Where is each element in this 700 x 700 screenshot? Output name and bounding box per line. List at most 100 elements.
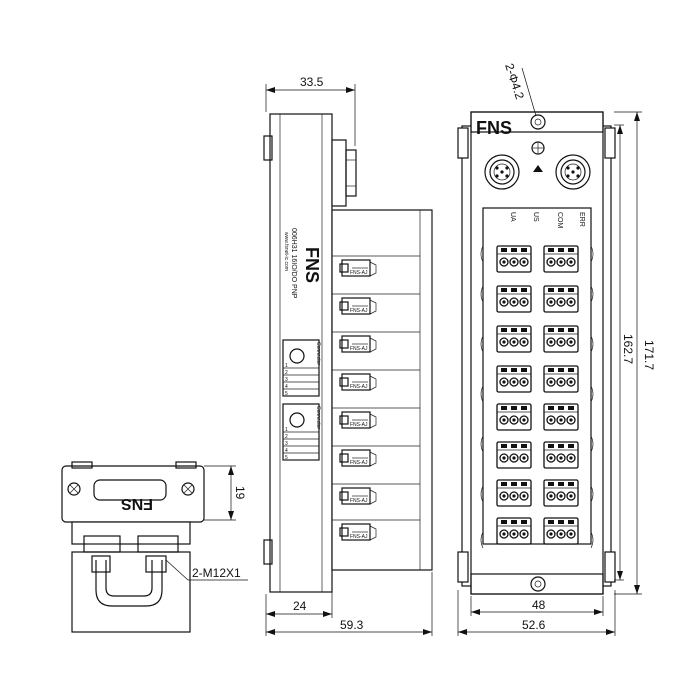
terminal-block [496,245,532,273]
pin-number: 4 [285,384,288,390]
bottom-left-screw-icon [67,482,81,496]
panel-notch [590,531,594,549]
side-view: FNS-AJ FNS-AJ FNS-AJ FNS-AJ FNS-AJ FNS-AJ FNS-… [263,113,433,593]
terminal-block [543,285,579,313]
side-terminal-plug: FNS-AJ [332,407,420,429]
side-plug-label: FNS-AJ [350,384,368,390]
front-right-clip-top [604,127,616,159]
panel-notch [480,245,484,263]
side-terminal-plug: FNS-AJ [332,331,420,353]
led-label-ua: UA [509,212,516,222]
front-body [470,111,604,595]
terminal-block [543,441,579,469]
side-plug-label: FNS-AJ [350,270,368,276]
terminal-block [543,365,579,393]
dim-side-top-depth: 33.5 [300,75,324,89]
side-plug-label: FNS-AJ [350,308,368,314]
side-plug-label: FNS-AJ [350,422,368,428]
side-terminal-plug: FNS-AJ [332,519,420,541]
panel-notch [480,285,484,303]
side-connector-body [331,139,347,207]
front-logo: FNS [476,118,512,138]
panel-notch [480,385,484,403]
ground-screw-icon [531,141,545,172]
side-terminal-plug: FNS-AJ [332,369,420,391]
front-left-clip-bottom [457,551,469,583]
dim-bottom-height: 19 [233,486,247,500]
front-top-mount-hole [530,114,546,130]
panel-notch [590,245,594,263]
pin-number: 5 [285,391,288,397]
side-terminal-plug: FNS-AJ [332,483,420,505]
terminal-block [543,245,579,273]
terminal-block [496,285,532,313]
dim-side-base-depth: 24 [293,599,307,613]
terminal-block [543,325,579,353]
panel-notch [480,531,484,549]
side-terminal-plug: FNS-AJ [332,255,420,277]
side-terminal-plug: FNS-AJ [332,293,420,315]
side-connector-label-2: Connector [315,406,321,429]
side-plug-label: FNS-AJ [350,498,368,504]
side-plug-label: FNS-AJ [350,460,368,466]
side-model-text: 006H31 16IO/DO PNP [290,228,297,299]
dim-side-total-depth: 59.3 [340,618,364,632]
terminal-block [496,441,532,469]
terminal-block [543,479,579,507]
led-label-err: ERR [578,212,585,227]
bottom-right-screw-icon [181,482,195,496]
pin-number: 2 [285,370,288,376]
bottom-view: FNS [61,461,205,633]
dim-bottom-thread: 2-M12X1 [192,566,241,580]
terminal-block [496,479,532,507]
side-terminal-blocks: FNS-AJ FNS-AJ FNS-AJ FNS-AJ FNS-AJ FNS-AJ FNS-… [332,255,420,541]
front-view: FNS [457,111,616,595]
side-website-text: www.fsnet-ic.com [283,232,289,271]
terminal-block [543,517,579,545]
terminal-block [543,403,579,431]
terminal-block [496,403,532,431]
bottom-logo: FNS [121,495,153,512]
pin-number: 1 [285,363,288,369]
panel-notch [590,485,594,503]
pin-number: 3 [285,377,288,383]
panel-notch [590,335,594,353]
panel-notch [480,435,484,453]
panel-notch [480,335,484,353]
front-top-ear [470,111,604,133]
dim-front-height-outer: 171.7 [642,340,656,370]
dim-front-mount-hole: 2-Φ4.2 [502,62,527,102]
terminal-block [496,325,532,353]
m12-connector-left [484,154,520,190]
side-clip-bottom [263,539,273,565]
led-label-us: US [532,212,539,222]
m12-connector-right [555,154,591,190]
pin-number: 5 [285,455,288,461]
front-bottom-mount-hole [530,576,546,592]
front-dimensions: 2-Φ4.2 171.7 162.7 48 52.6 [457,62,656,636]
panel-notch [590,385,594,403]
front-panel-notches [480,245,594,549]
led-label-com: COM [556,212,563,229]
dim-front-width-outer: 52.6 [522,618,546,632]
pin-number: 4 [285,448,288,454]
panel-notch [480,485,484,503]
side-pinout-icon-1 [289,348,305,364]
terminal-block [496,365,532,393]
side-dimensions: 33.5 24 59.3 [265,75,433,636]
side-terminal-plug: FNS-AJ [332,445,420,467]
panel-notch [590,435,594,453]
side-plug-label: FNS-AJ [350,534,368,540]
side-clip-top [263,135,273,161]
bottom-body [61,465,205,523]
side-connector-label-1: Connector [315,342,321,365]
side-plug-label: FNS-AJ [350,346,368,352]
dim-front-width-inner: 48 [532,598,546,612]
side-logo: FNS [302,247,322,283]
pin-number: 1 [285,427,288,433]
panel-notch [590,285,594,303]
side-pinout-icon-2 [289,412,305,428]
side-body [269,113,333,593]
front-bottom-ear [470,573,604,595]
